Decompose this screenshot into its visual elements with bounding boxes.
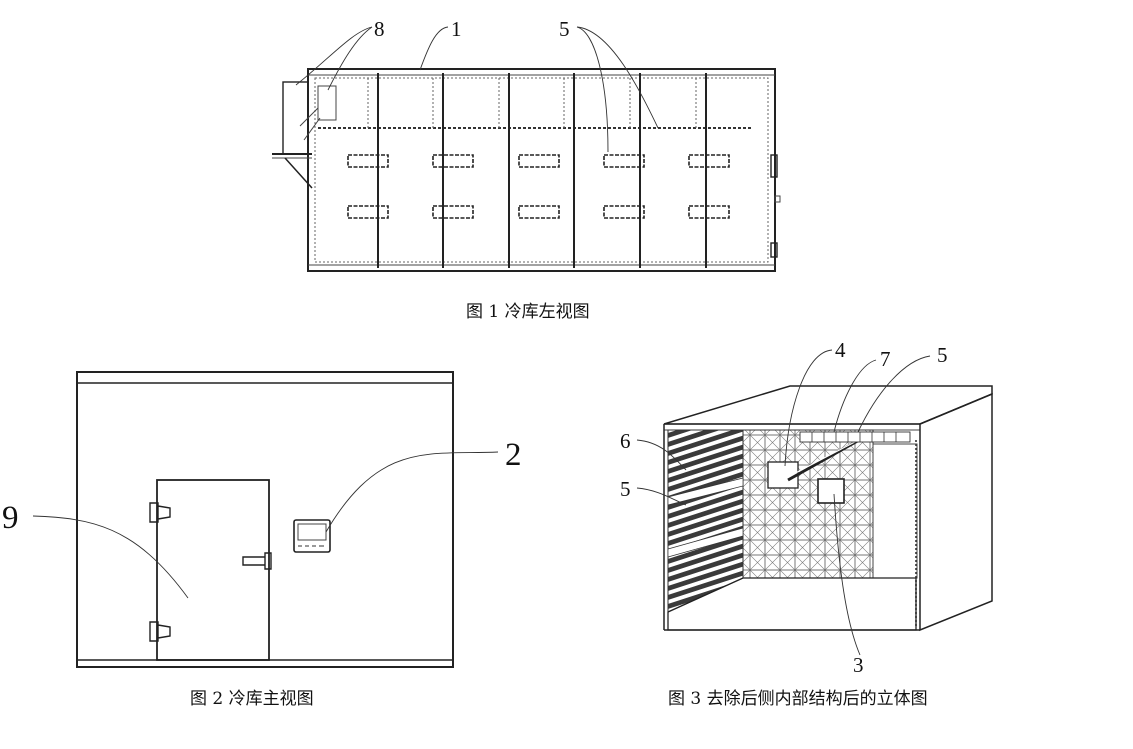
back-right-panel xyxy=(872,443,918,579)
left-wall-bands xyxy=(667,477,744,558)
leader-6 xyxy=(636,439,687,471)
label-2: 2 xyxy=(505,437,522,473)
leader-7 xyxy=(833,359,877,433)
door-handle xyxy=(242,552,272,570)
figure-3-isometric-view: 4 7 5 6 5 3 图 3 去除后侧内部结构后的立体图 xyxy=(620,338,993,709)
caption-figure-3: 图 3 去除后侧内部结构后的立体图 xyxy=(668,689,928,709)
leader-5-top xyxy=(857,355,931,433)
front-wall xyxy=(76,371,454,668)
figure-1-left-view: 8 1 5 图 1 冷库左视图 xyxy=(272,17,781,322)
leader-8b xyxy=(327,26,373,91)
manifold-7 xyxy=(799,431,911,443)
caption-figure-1: 图 1 冷库左视图 xyxy=(466,302,590,322)
manifold-ticks xyxy=(811,432,897,442)
leader-5a xyxy=(576,26,609,153)
floor xyxy=(667,577,917,631)
label-5-left: 5 xyxy=(620,477,631,501)
label-8: 8 xyxy=(374,17,385,41)
label-5-top: 5 xyxy=(937,343,948,367)
leader-2 xyxy=(325,451,499,533)
label-3: 3 xyxy=(853,653,864,677)
right-side-hinges xyxy=(770,154,781,258)
opening-4 xyxy=(767,461,799,489)
door-hinges xyxy=(149,502,171,642)
control-panel xyxy=(293,519,331,553)
opening-3 xyxy=(817,478,845,504)
refrigeration-unit xyxy=(272,81,337,189)
door xyxy=(156,479,270,661)
label-7: 7 xyxy=(880,347,891,371)
leader-5-left xyxy=(636,487,687,506)
leader-8a xyxy=(295,26,373,86)
vent-slots xyxy=(347,154,730,219)
caption-figure-2: 图 2 冷库主视图 xyxy=(190,689,314,709)
label-1: 1 xyxy=(451,17,462,41)
label-5: 5 xyxy=(559,17,570,41)
left-slatted-wall xyxy=(667,429,744,613)
leader-1 xyxy=(419,26,449,71)
upper-dotted-posts xyxy=(367,78,697,128)
leader-9 xyxy=(32,515,189,599)
cold-store-body xyxy=(307,68,776,272)
label-9: 9 xyxy=(2,500,19,536)
back-lattice-wall xyxy=(742,429,874,579)
leader-5b xyxy=(576,26,659,129)
panel-seams xyxy=(377,73,707,268)
right-outer-wall xyxy=(919,392,993,632)
label-6: 6 xyxy=(620,429,631,453)
figure-2-front-view: 2 9 图 2 冷库主视图 xyxy=(2,371,522,709)
inner-outline xyxy=(314,77,769,263)
leader-4 xyxy=(784,349,833,467)
leader-3 xyxy=(833,493,861,656)
roof xyxy=(663,385,993,425)
label-4: 4 xyxy=(835,338,846,362)
